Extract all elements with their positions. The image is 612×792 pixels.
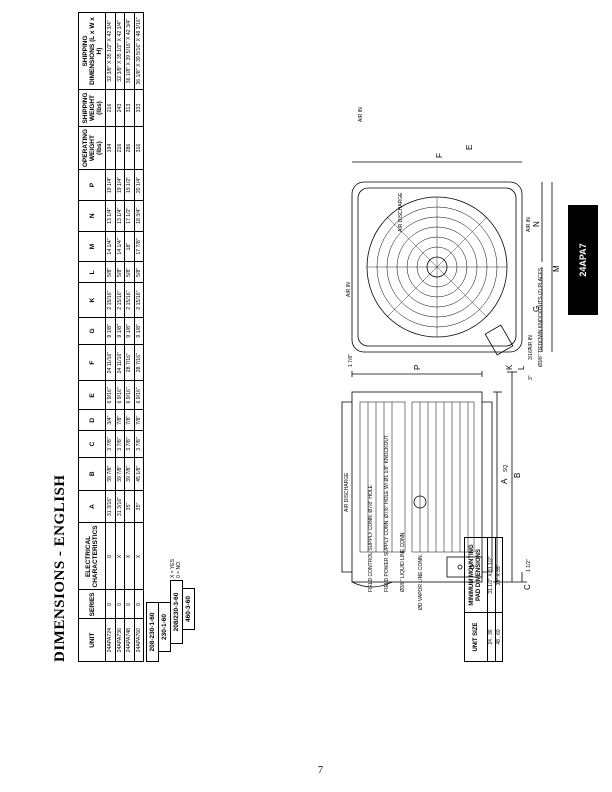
top-view-cabinet: [351, 181, 523, 353]
label-air-in-bottom: AIR IN: [526, 217, 532, 232]
label-dim-k: K: [505, 364, 514, 370]
side-view-cabinet: [351, 391, 483, 583]
label-dim-e: E: [465, 145, 474, 150]
side-tab-label: 24APA7: [578, 243, 588, 277]
page-number: 7: [318, 765, 323, 776]
service-panel: [446, 556, 483, 578]
side-view-top-cover: [341, 401, 352, 573]
side-view-coil-grille: [359, 401, 475, 553]
fan-guard-spokes: [367, 197, 507, 337]
label-air-in-left: AIR IN: [528, 335, 534, 350]
label-dim-g: G: [532, 306, 541, 312]
label-tiedown: Ø3/8" TIEDOWN KNOCKOUTS (2) PLACES: [538, 267, 544, 367]
label-dim-m: M: [552, 265, 561, 272]
label-field-control: FIELD CONTROL SUPPLY CONN. Ø7/8" HOLE: [368, 484, 374, 592]
label-dim-a-sq: SQ.: [503, 463, 509, 472]
label-air-in-right: AIR IN: [358, 107, 364, 122]
label-dim-a: A: [500, 478, 509, 484]
label-dim-3: 3": [528, 375, 534, 380]
label-dim-n: N: [532, 221, 541, 227]
side-view-fan-top: [351, 581, 393, 588]
label-vapor-line: ØD VAPOR LINE CONN.: [418, 554, 424, 610]
label-dim-1-7-8: 1 7/8": [348, 354, 354, 367]
label-dim-l: L: [517, 365, 526, 370]
label-dim-1-1-2: 1 1/2": [526, 559, 532, 572]
label-dim-p: P: [413, 365, 422, 370]
label-dim-f: F: [435, 153, 444, 158]
label-liquid-line: Ø3/8" LIQUID LINE CONN.: [400, 531, 406, 592]
label-field-power: FIELD POWER SUPPLY CONN. Ø7/8" HOLE W/ Ø…: [384, 435, 390, 592]
side-view-logo: [413, 495, 427, 509]
section-side-tab: 24APA7: [568, 205, 598, 315]
technical-drawing: AIR DISCHARGE A SQ. B C P 1 7/8" 1 1/2" …: [341, 107, 561, 610]
label-air-in-top: AIR IN: [346, 282, 352, 297]
rotated-page-content: DIMENSIONS - ENGLISH UNIT SERIES ELECTRI…: [52, 12, 562, 672]
side-view: [341, 371, 527, 588]
label-air-discharge-side: AIR DISCHARGE: [344, 472, 350, 512]
label-dim-c: C: [523, 584, 532, 590]
label-dim-b: B: [513, 473, 522, 478]
service-valve-block: [484, 324, 514, 356]
top-view: [351, 161, 553, 356]
label-dim-3-16: 3/16": [528, 348, 534, 360]
side-view-base: [482, 401, 493, 573]
label-air-discharge-top: AIR DISCHARGE: [398, 192, 404, 232]
